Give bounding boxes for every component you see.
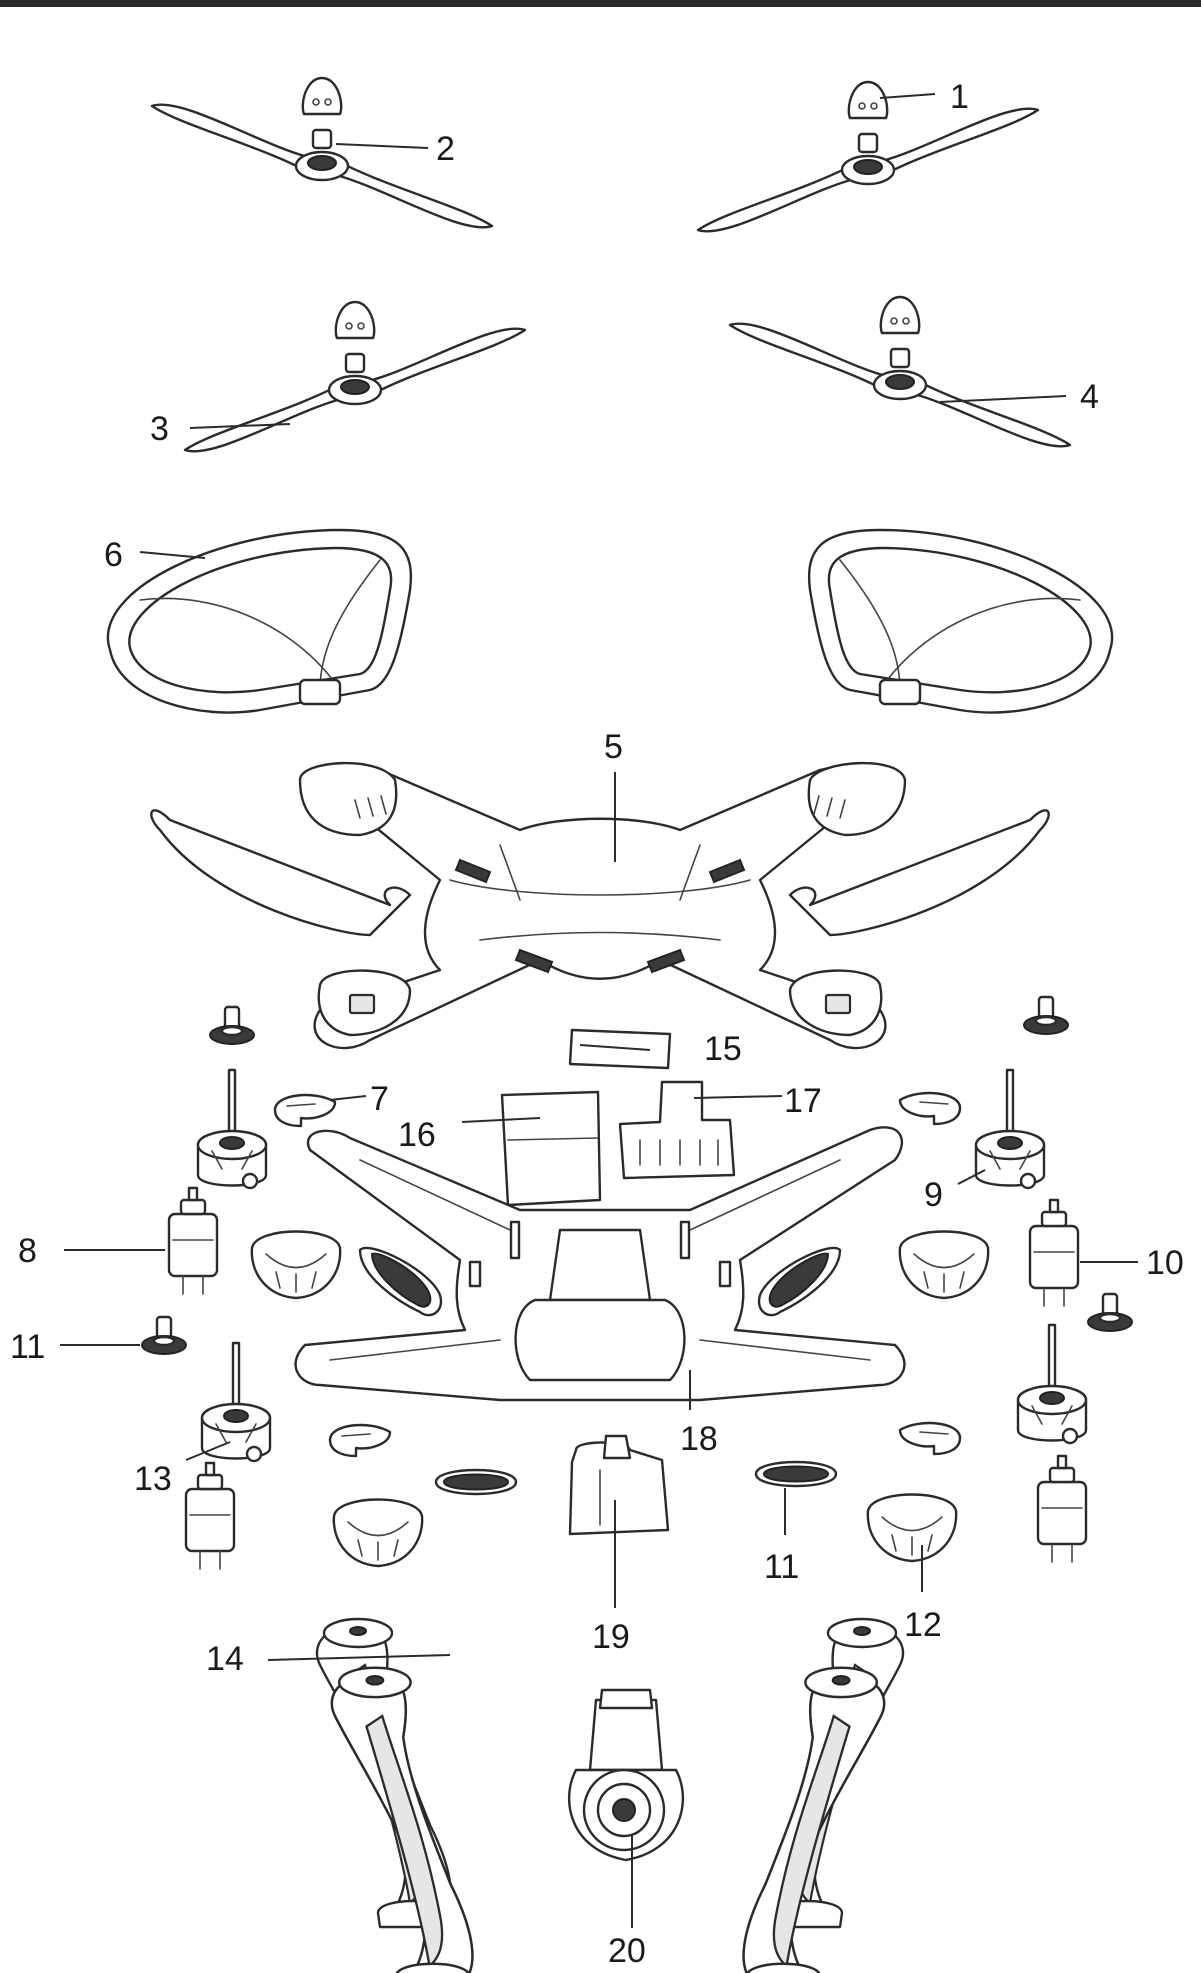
shell-12 xyxy=(866,1493,958,1563)
callout-9: 9 xyxy=(924,1176,943,1214)
motor-base-lower-right xyxy=(1016,1323,1088,1445)
callout-2: 2 xyxy=(436,130,455,168)
shell-lower-left xyxy=(332,1498,424,1568)
callout-8: 8 xyxy=(18,1232,37,1270)
vent-grill-right xyxy=(757,1247,842,1317)
pad-11-lower-right xyxy=(754,1460,838,1488)
leader-lines xyxy=(60,93,1138,1928)
callout-labels: 1 2 3 4 5 6 7 8 9 10 11 11 12 13 14 15 1… xyxy=(10,78,1184,1970)
callout-16: 16 xyxy=(398,1116,436,1154)
callout-5: 5 xyxy=(604,728,623,766)
battery-block-16 xyxy=(500,1090,602,1207)
motor-base-upper-left xyxy=(196,1068,268,1190)
propeller-4 xyxy=(728,295,1072,448)
shell-upper-left xyxy=(250,1230,342,1300)
motor-8 xyxy=(167,1186,219,1296)
callout-7: 7 xyxy=(370,1080,389,1118)
pad-lower-left xyxy=(434,1468,518,1496)
gear-11-left xyxy=(140,1315,188,1356)
callout-11-left: 11 xyxy=(10,1328,45,1366)
callout-18: 18 xyxy=(680,1420,718,1458)
battery-cover-19 xyxy=(568,1434,670,1536)
propeller-3 xyxy=(183,300,527,453)
callout-12: 12 xyxy=(904,1606,942,1644)
vent-grill-left xyxy=(358,1247,443,1317)
motor-lower-left xyxy=(184,1461,236,1571)
top-border-line xyxy=(0,0,1201,7)
motor-base-upper-right xyxy=(974,1068,1046,1190)
gear-upper-left xyxy=(208,1005,256,1046)
camera-20 xyxy=(567,1688,685,1862)
callout-20: 20 xyxy=(608,1932,646,1970)
callout-17: 17 xyxy=(784,1082,822,1120)
callout-6: 6 xyxy=(104,536,123,574)
callout-10: 10 xyxy=(1146,1244,1184,1282)
callout-14: 14 xyxy=(206,1640,244,1678)
clip-7-left xyxy=(273,1093,337,1128)
clip-7-right xyxy=(898,1091,962,1126)
callout-1: 1 xyxy=(950,78,969,116)
callout-3: 3 xyxy=(150,410,169,448)
motor-lower-right xyxy=(1036,1454,1088,1564)
lower-frame-18 xyxy=(294,1126,906,1402)
motor-10 xyxy=(1028,1198,1080,1308)
shell-upper-right xyxy=(898,1230,990,1300)
callout-4: 4 xyxy=(1080,378,1099,416)
clip-lower-left xyxy=(328,1423,392,1458)
callout-15: 15 xyxy=(704,1030,742,1068)
callout-13: 13 xyxy=(134,1460,172,1498)
propeller-guard-right xyxy=(807,528,1114,714)
clip-lower-right xyxy=(898,1421,962,1456)
callout-11-right: 11 xyxy=(764,1548,799,1586)
top-body-shell xyxy=(150,761,1050,1050)
board-15 xyxy=(568,1028,672,1070)
propeller-1 xyxy=(696,80,1040,233)
propeller-guard-left xyxy=(106,528,413,714)
connector-17 xyxy=(618,1080,736,1180)
motor-base-13 xyxy=(200,1341,272,1463)
gear-11-right xyxy=(1086,1292,1134,1333)
gear-upper-right xyxy=(1022,995,1070,1036)
callout-19: 19 xyxy=(592,1618,630,1656)
